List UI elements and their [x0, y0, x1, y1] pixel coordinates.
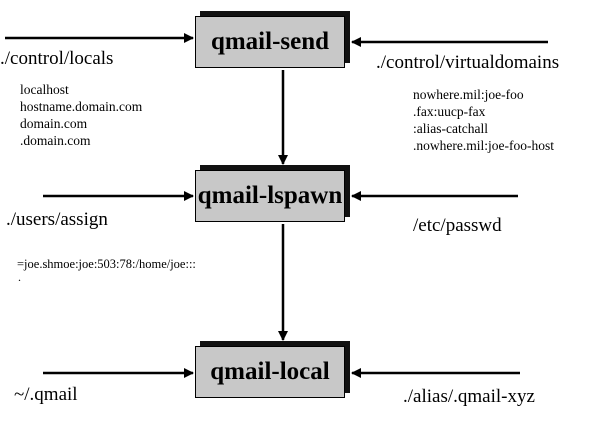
list-item: hostname.domain.com — [20, 99, 143, 114]
home-qmail-label: ~/.qmail — [14, 384, 78, 405]
qmail-send-label: qmail-send — [195, 16, 345, 68]
list-item: localhost — [20, 82, 69, 97]
qmail-local-box: qmail-local — [195, 341, 350, 398]
control-virtualdomains-label: ./control/virtualdomains — [376, 52, 560, 73]
list-item: .domain.com — [20, 133, 91, 148]
list-item: :alias-catchall — [413, 121, 488, 136]
users-assign-label: ./users/assign — [6, 209, 108, 230]
qmail-local-label: qmail-local — [195, 346, 345, 398]
control-locals-label: ./control/locals — [0, 48, 114, 69]
etc-passwd-label: /etc/passwd — [413, 215, 502, 236]
control-locals-entries: localhost hostname.domain.com domain.com… — [20, 81, 142, 149]
control-virtualdomains-entries: nowhere.mil:joe-foo .fax:uucp-fax :alias… — [413, 86, 554, 154]
users-assign-terminator: . — [18, 270, 21, 284]
users-assign-entry: =joe.shmoe:joe:503:78:/home/joe::: — [17, 257, 196, 271]
list-item: .fax:uucp-fax — [413, 104, 486, 119]
list-item: domain.com — [20, 116, 88, 131]
qmail-lspawn-label: qmail-lspawn — [195, 170, 345, 222]
alias-qmail-label: ./alias/.qmail-xyz — [403, 386, 535, 407]
list-item: .nowhere.mil:joe-foo-host — [413, 138, 554, 153]
qmail-send-box: qmail-send — [195, 11, 350, 68]
list-item: nowhere.mil:joe-foo — [413, 87, 524, 102]
qmail-lspawn-box: qmail-lspawn — [195, 165, 350, 222]
